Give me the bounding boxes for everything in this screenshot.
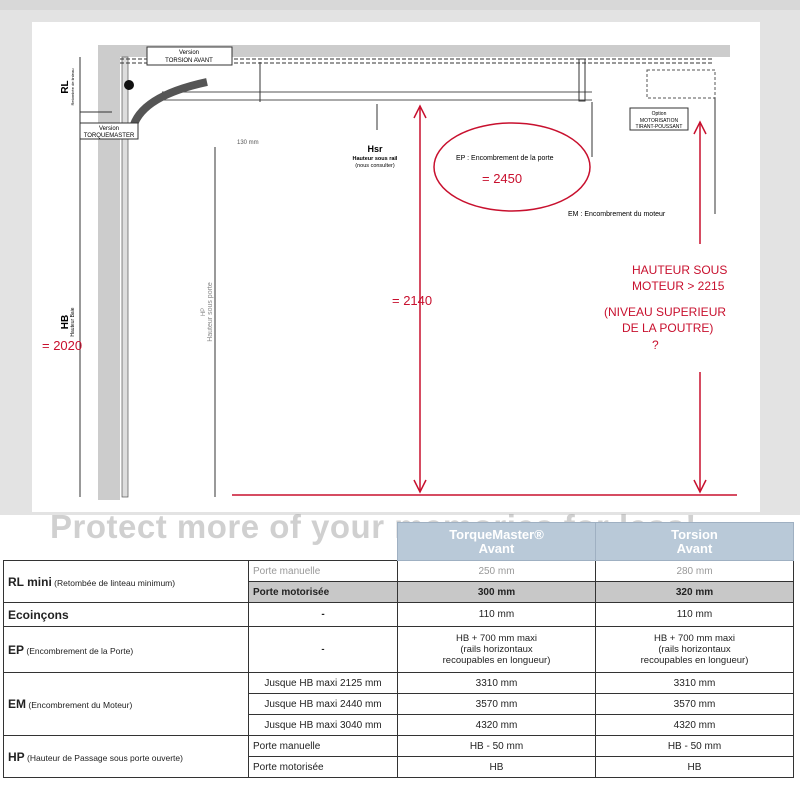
ep-circle — [433, 122, 591, 212]
table-row: RL mini (Retombée de linteau minimum) Po… — [3, 560, 794, 603]
hp-sub-label: Hauteur sous porte — [207, 282, 214, 342]
hb-value: = 2020 — [42, 338, 82, 353]
header-torquemaster: TorqueMaster®Avant — [397, 522, 596, 561]
rl-label-cell: RL mini (Retombée de linteau minimum) — [3, 560, 249, 603]
door-diagram: Version TORSION AVANT Version TORQUEMAST… — [42, 45, 737, 500]
hp-label: HP — [201, 308, 207, 316]
motor-note: HAUTEUR SOUS — [632, 263, 727, 277]
hsr-sub-label: Hauteur sous rail — [353, 156, 398, 162]
option-label: TIRANT-POUSSANT — [636, 124, 683, 130]
table-row: Ecoinçons - 110 mm 110 mm — [3, 602, 794, 627]
diagram-sheet: Version TORSION AVANT Version TORQUEMAST… — [32, 22, 760, 512]
table-row: HP (Hauteur de Passage sous porte ouvert… — [3, 735, 794, 778]
hsr-note: (nous consulter) — [355, 163, 395, 169]
em-label: EM : Encombrement du moteur — [568, 211, 666, 218]
wall — [98, 45, 120, 500]
version-torsion-label: Version — [179, 50, 199, 56]
ep-label: EP : Encombrement de la porte — [456, 155, 554, 162]
option-label: Option — [652, 111, 667, 117]
hb-sub-label: Hauteur Baie — [70, 307, 76, 336]
ep-value: = 2450 — [482, 171, 522, 186]
ceiling — [98, 45, 730, 57]
hb-label: HB — [60, 315, 71, 329]
rail-bracket — [578, 58, 586, 102]
table-row: EP (Encombrement de la Porte) - HB + 700… — [3, 626, 794, 673]
motor-note: DE LA POUTRE) — [622, 321, 713, 335]
torquemaster-shaft — [124, 80, 134, 90]
motor-note: MOTEUR > 2215 — [632, 279, 725, 293]
dim-130-label: 130 mm — [237, 140, 259, 146]
table-row: EM (Encombrement du Moteur) Jusque HB ma… — [3, 672, 794, 736]
door-panel — [121, 56, 129, 498]
version-torquemaster-box — [79, 122, 139, 140]
option-box — [629, 107, 689, 131]
version-torsion-label: TORSION AVANT — [165, 58, 213, 64]
version-torquemaster-label: Version — [99, 126, 119, 132]
arrowheads — [693, 120, 707, 494]
table-row: Porte motorisée 300 mm 320 mm — [4, 581, 794, 603]
hsr-value: = 2140 — [392, 293, 432, 308]
version-torsion-box — [146, 46, 233, 66]
motor-note: ? — [652, 338, 659, 352]
top-bar — [0, 0, 800, 10]
motor-outline — [646, 69, 716, 99]
rl-sub-label: Retombée de linteau — [70, 69, 75, 106]
option-label: MOTORISATION — [640, 118, 679, 124]
rl-label: RL — [60, 80, 71, 93]
hsr-label: Hsr — [367, 144, 383, 154]
motor-note: (NIVEAU SUPERIEUR — [604, 305, 726, 319]
arrowheads — [413, 104, 427, 494]
curve-track — [128, 78, 208, 133]
version-torquemaster-label: TORQUEMASTER — [84, 133, 135, 139]
